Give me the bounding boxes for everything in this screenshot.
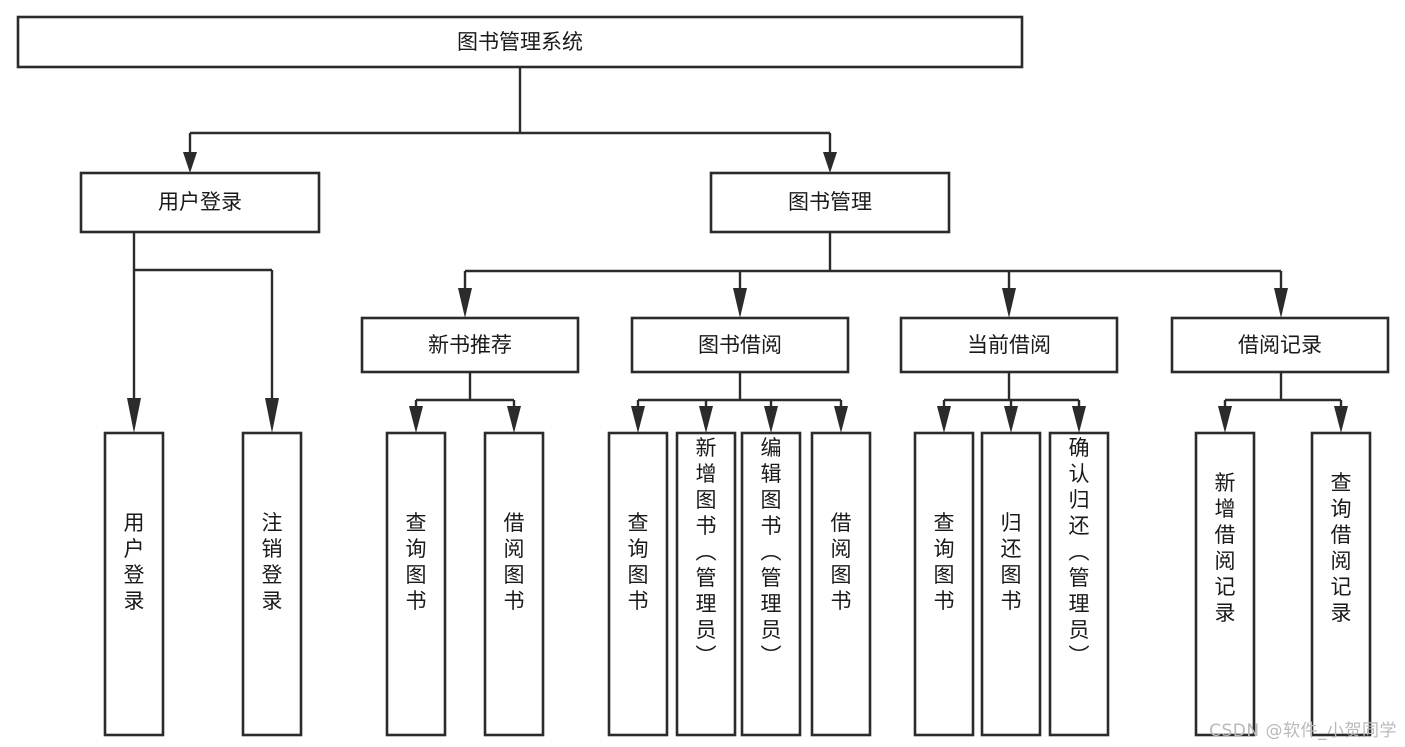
leaf-query-record-label: 查询借阅记录 bbox=[1331, 471, 1352, 625]
node-root[interactable]: 图书管理系统 bbox=[16, 15, 1024, 69]
arrow-leaf-borrow-book-2 bbox=[834, 406, 848, 433]
leaf-edit-book[interactable]: 编辑图书︵管理员︶ bbox=[740, 431, 802, 737]
leaf-add-record-label: 新增借阅记录 bbox=[1215, 471, 1236, 625]
node-borrow-record-box[interactable] bbox=[1170, 316, 1390, 374]
arrow-leaf-return-book bbox=[1004, 406, 1018, 433]
arrow-leaf-query-book-3 bbox=[937, 406, 951, 433]
arrow-new-book-recommend bbox=[458, 288, 472, 318]
arrow-book-borrow bbox=[733, 288, 747, 318]
leaf-query-record[interactable]: 查询借阅记录 bbox=[1310, 431, 1372, 737]
node-book-borrow[interactable]: 图书借阅 bbox=[630, 316, 850, 374]
leaf-query-book-2-label: 查询图书 bbox=[628, 511, 649, 613]
arrow-leaf-query-record bbox=[1334, 406, 1348, 433]
leaf-query-book-2[interactable]: 查询图书 bbox=[607, 431, 669, 737]
node-root-box[interactable] bbox=[16, 15, 1024, 69]
node-new-book-recommend-box[interactable] bbox=[360, 316, 580, 374]
leaf-borrow-book-1-label: 借阅图书 bbox=[504, 511, 525, 613]
arrow-leaf-add-book bbox=[699, 406, 713, 433]
arrow-leaf-user-login bbox=[127, 398, 141, 433]
arrow-current-borrow bbox=[1002, 288, 1016, 318]
leaf-query-book-3-box[interactable] bbox=[913, 431, 975, 737]
leaf-query-book-3-label: 查询图书 bbox=[934, 511, 955, 613]
leaf-confirm-return-label: 确认归还︵管理员︶ bbox=[1069, 436, 1090, 668]
node-current-borrow-box[interactable] bbox=[899, 316, 1119, 374]
arrow-leaf-confirm-return bbox=[1072, 406, 1086, 433]
node-new-book-recommend-label: 新书推荐 bbox=[428, 333, 512, 357]
node-book-borrow-box[interactable] bbox=[630, 316, 850, 374]
arrow-leaf-query-book-2 bbox=[631, 406, 645, 433]
leaf-return-book[interactable]: 归还图书 bbox=[980, 431, 1042, 737]
node-user-login[interactable]: 用户登录 bbox=[79, 171, 321, 234]
node-borrow-record[interactable]: 借阅记录 bbox=[1170, 316, 1390, 374]
leaf-return-book-label: 归还图书 bbox=[1001, 511, 1022, 613]
leaf-confirm-return[interactable]: 确认归还︵管理员︶ bbox=[1048, 431, 1110, 737]
leaf-borrow-book-1-box[interactable] bbox=[483, 431, 545, 737]
node-root-label: 图书管理系统 bbox=[457, 30, 583, 54]
arrow-leaf-edit-book bbox=[764, 406, 778, 433]
leaf-add-book-box[interactable] bbox=[675, 431, 737, 737]
leaf-borrow-book-2-label: 借阅图书 bbox=[831, 511, 852, 613]
node-book-management-label: 图书管理 bbox=[788, 190, 872, 214]
leaf-user-login-label: 用户登录 bbox=[124, 511, 145, 613]
node-book-borrow-label: 图书借阅 bbox=[698, 333, 782, 357]
leaf-borrow-book-1[interactable]: 借阅图书 bbox=[483, 431, 545, 737]
leaf-add-book[interactable]: 新增图书︵管理员︶ bbox=[675, 431, 737, 737]
leaf-logout-box[interactable] bbox=[241, 431, 303, 737]
leaf-edit-book-box[interactable] bbox=[740, 431, 802, 737]
watermark-text: CSDN @软件_小贺同学 bbox=[1209, 721, 1397, 741]
node-current-borrow-label: 当前借阅 bbox=[967, 333, 1051, 357]
arrow-leaf-query-book-1 bbox=[409, 406, 423, 433]
leaf-query-record-box[interactable] bbox=[1310, 431, 1372, 737]
leaf-query-book-3[interactable]: 查询图书 bbox=[913, 431, 975, 737]
node-book-management[interactable]: 图书管理 bbox=[709, 171, 951, 234]
leaf-add-record-box[interactable] bbox=[1194, 431, 1256, 737]
leaf-edit-book-label: 编辑图书︵管理员︶ bbox=[761, 436, 782, 668]
arrow-leaf-borrow-book-1 bbox=[507, 406, 521, 433]
leaf-user-login[interactable]: 用户登录 bbox=[103, 431, 165, 737]
leaf-return-book-box[interactable] bbox=[980, 431, 1042, 737]
arrow-leaf-add-record bbox=[1218, 406, 1232, 433]
node-book-management-box[interactable] bbox=[709, 171, 951, 234]
arrow-borrow-record bbox=[1274, 288, 1288, 318]
leaf-confirm-return-box[interactable] bbox=[1048, 431, 1110, 737]
leaf-user-login-box[interactable] bbox=[103, 431, 165, 737]
arrow-user-login bbox=[183, 152, 197, 173]
leaf-add-book-label: 新增图书︵管理员︶ bbox=[696, 436, 717, 668]
leaf-query-book-1-label: 查询图书 bbox=[406, 511, 427, 613]
leaf-borrow-book-2[interactable]: 借阅图书 bbox=[810, 431, 872, 737]
node-current-borrow[interactable]: 当前借阅 bbox=[899, 316, 1119, 374]
leaf-add-record[interactable]: 新增借阅记录 bbox=[1194, 431, 1256, 737]
node-borrow-record-label: 借阅记录 bbox=[1238, 333, 1322, 357]
connector-group bbox=[127, 67, 1348, 433]
leaf-query-book-1[interactable]: 查询图书 bbox=[385, 431, 447, 737]
arrow-leaf-logout bbox=[265, 398, 279, 433]
leaf-logout[interactable]: 注销登录 bbox=[241, 431, 303, 737]
leaf-query-book-2-box[interactable] bbox=[607, 431, 669, 737]
node-user-login-box[interactable] bbox=[79, 171, 321, 234]
leaf-query-book-1-box[interactable] bbox=[385, 431, 447, 737]
node-user-login-label: 用户登录 bbox=[158, 190, 242, 214]
arrow-book-management bbox=[823, 152, 837, 173]
leaf-borrow-book-2-box[interactable] bbox=[810, 431, 872, 737]
leaf-logout-label: 注销登录 bbox=[262, 511, 283, 613]
node-new-book-recommend[interactable]: 新书推荐 bbox=[360, 316, 580, 374]
